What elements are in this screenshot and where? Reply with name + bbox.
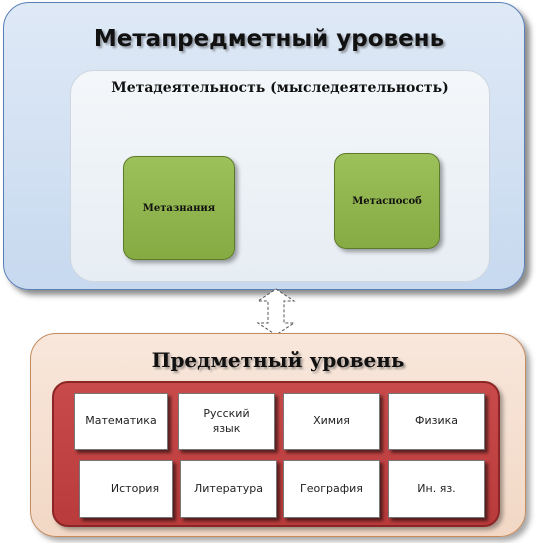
- meta-knowledge-box: Метазнания: [123, 156, 235, 260]
- double-arrow-icon: [256, 288, 296, 336]
- subject-russian-label: Русский язык: [203, 407, 250, 435]
- meta-knowledge-label: Метазнания: [142, 202, 216, 214]
- meta-level-title: Метапредметный уровень: [93, 26, 445, 52]
- subject-foreign-language: Ин. яз.: [388, 460, 485, 518]
- subject-geography: География: [283, 460, 380, 518]
- subject-math: Математика: [74, 393, 168, 450]
- subject-history: История: [79, 460, 173, 518]
- meta-method-label: Метаспособ: [352, 195, 422, 207]
- subject-level-title: Предметный уровень: [151, 348, 405, 372]
- subject-chemistry: Химия: [283, 393, 380, 450]
- meta-activity-title: Метадеятельность (мыследеятельность): [111, 80, 449, 96]
- subject-russian: Русский язык: [178, 393, 275, 450]
- subject-literature: Литература: [180, 460, 277, 518]
- meta-method-box: Метаспособ: [334, 153, 440, 249]
- subject-physics: Физика: [388, 393, 485, 450]
